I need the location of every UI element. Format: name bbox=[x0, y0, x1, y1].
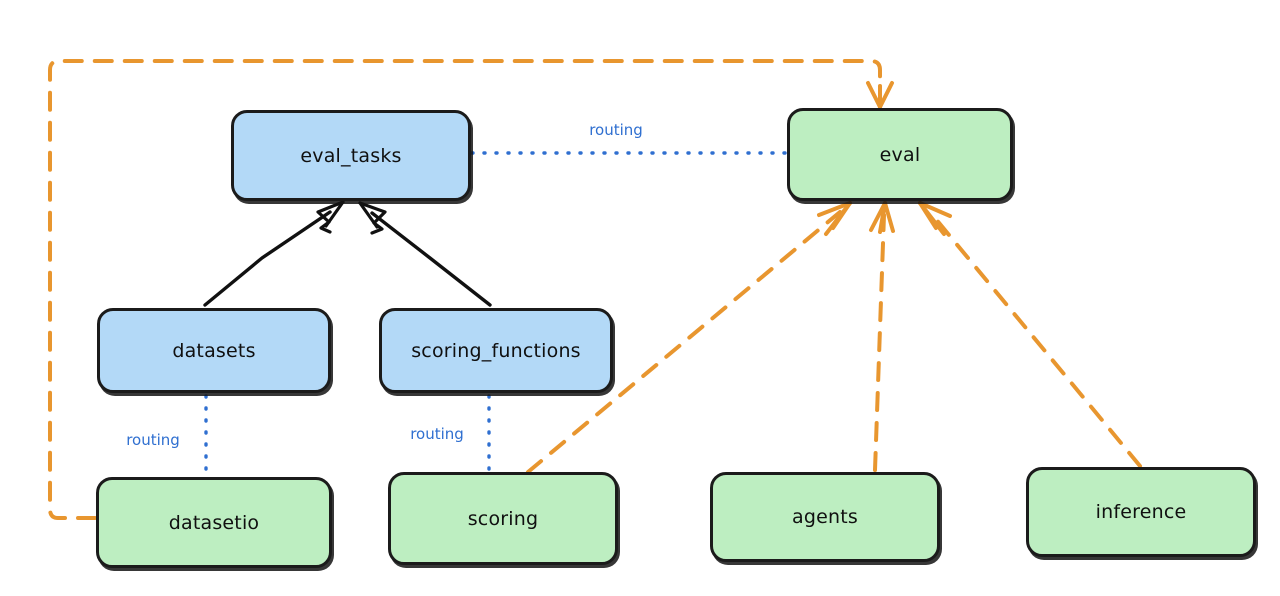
edge-datasetio-to-eval bbox=[48, 59, 894, 520]
edge-label-routing-datasets: routing bbox=[126, 431, 180, 449]
node-label: eval_tasks bbox=[300, 144, 402, 167]
node-label: scoring bbox=[467, 507, 539, 530]
node-scoring[interactable]: scoring bbox=[388, 472, 618, 565]
edge-datasets-to-eval-tasks bbox=[203, 200, 345, 307]
edge-label-routing-scoring-functions: routing bbox=[410, 425, 464, 443]
node-datasetio[interactable]: datasetio bbox=[96, 477, 332, 568]
node-label: inference bbox=[1095, 501, 1187, 523]
node-agents[interactable]: agents bbox=[710, 472, 940, 562]
edge-scoring-to-eval bbox=[526, 201, 852, 474]
edge-scoring-functions-to-eval-tasks bbox=[358, 201, 492, 307]
node-label: agents bbox=[792, 506, 858, 528]
node-eval[interactable]: eval bbox=[787, 108, 1013, 201]
node-datasets[interactable]: datasets bbox=[97, 308, 331, 393]
edge-inference-to-eval bbox=[918, 201, 1142, 468]
node-label: datasets bbox=[172, 339, 256, 362]
node-label: scoring_functions bbox=[411, 339, 581, 362]
edge-label-routing-eval-tasks: routing bbox=[589, 121, 643, 139]
node-label: eval bbox=[879, 143, 921, 166]
node-inference[interactable]: inference bbox=[1026, 467, 1256, 557]
node-label: datasetio bbox=[168, 511, 260, 534]
edge-agents-to-eval bbox=[869, 201, 895, 472]
node-eval-tasks[interactable]: eval_tasks bbox=[231, 110, 471, 201]
node-scoring-functions[interactable]: scoring_functions bbox=[379, 308, 613, 393]
